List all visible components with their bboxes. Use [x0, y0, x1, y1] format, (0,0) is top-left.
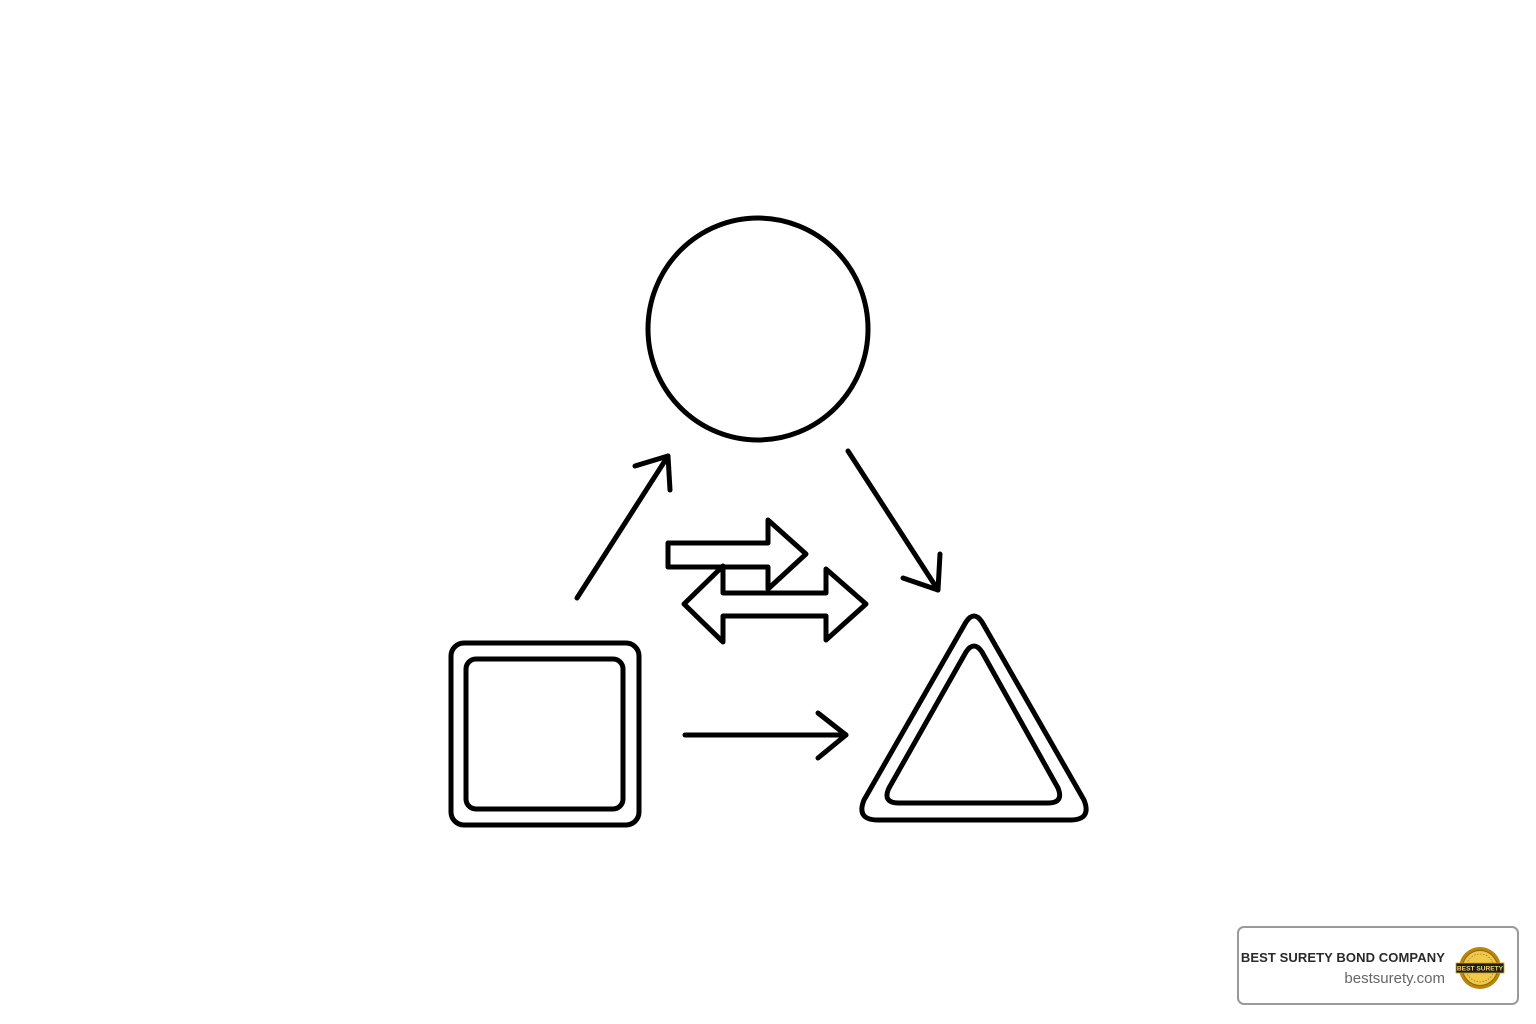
circle-node: [645, 215, 871, 443]
arrow-square-to-triangle: [682, 710, 849, 761]
seal-icon: BEST SURETY: [1455, 947, 1505, 989]
brand-badge: BEST SURETY BOND COMPANY bestsurety.com …: [1237, 926, 1519, 1005]
arrow-circle-to-triangle: [845, 448, 943, 593]
badge-url: bestsurety.com: [1344, 970, 1445, 987]
badge-company-name: BEST SURETY BOND COMPANY: [1240, 950, 1445, 965]
arrow-square-to-circle: [574, 453, 673, 601]
exchange-arrows-icon: [665, 517, 869, 645]
square-node: [448, 640, 642, 828]
svg-text:BEST SURETY: BEST SURETY: [1457, 966, 1504, 973]
triangle-node: [859, 613, 1089, 823]
